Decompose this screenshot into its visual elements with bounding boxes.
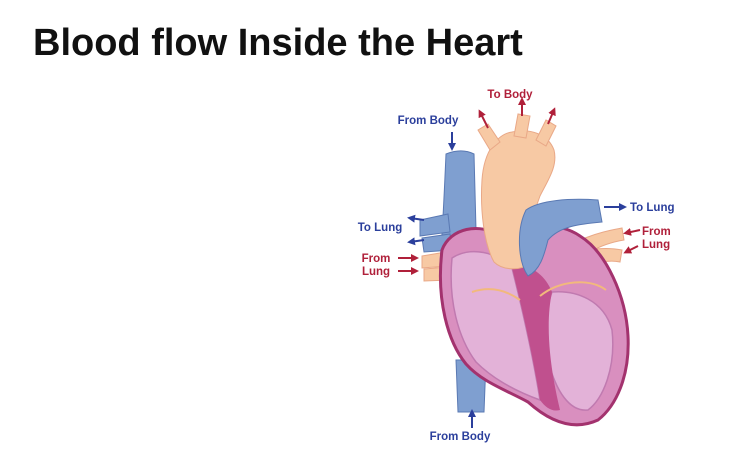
- label-to-lung-left: To Lung: [358, 222, 403, 234]
- label-from-body-bottom: From Body: [430, 431, 491, 443]
- label-from-lung-right-line1: From: [642, 226, 671, 238]
- to-body-arrows: [478, 97, 556, 129]
- page-title: Blood flow Inside the Heart: [33, 22, 523, 64]
- label-from-lung-left-line1: From: [362, 253, 391, 265]
- from-lung-right-arrows: [623, 228, 641, 254]
- label-from-body-top: From Body: [398, 115, 459, 127]
- pulmonary-trunk: [518, 198, 603, 277]
- label-to-body: To Body: [487, 89, 533, 101]
- aortic-branches: [477, 113, 557, 151]
- label-to-lung-right: To Lung: [630, 202, 675, 214]
- aorta: [481, 130, 556, 270]
- to-lung-left-arrows: [407, 214, 425, 246]
- septum: [512, 266, 560, 411]
- label-from-lung-right-line2: Lung: [642, 239, 670, 251]
- from-lung-left-arrows: [398, 254, 419, 275]
- atria: [471, 281, 607, 301]
- label-from-lung-left-line2: Lung: [362, 266, 390, 278]
